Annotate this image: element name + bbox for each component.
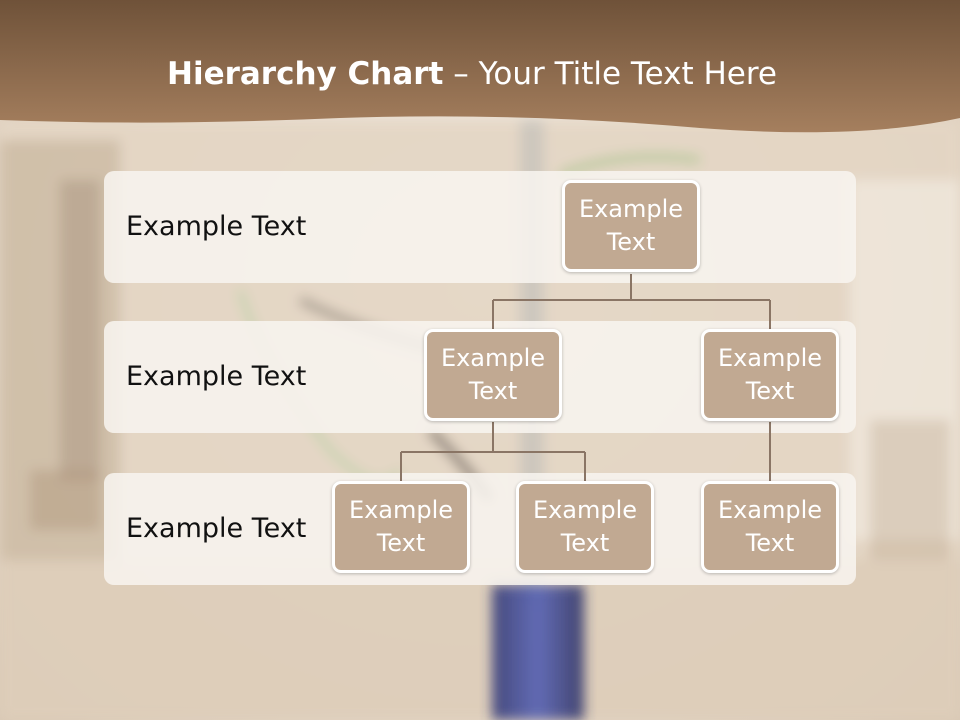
header-banner [0, 0, 960, 133]
row-label-2: Example Text [126, 361, 307, 392]
node-level3-a: Example Text [332, 481, 470, 573]
node-root-text: Example Text [578, 195, 684, 256]
node-level2-right: Example Text [701, 329, 839, 421]
row-band-1 [104, 171, 856, 283]
title-bold: Hierarchy Chart [167, 56, 444, 92]
node-level2-left-text: Example Text [440, 344, 546, 405]
title-rest: – Your Title Text Here [443, 56, 777, 92]
node-level3-c-text: Example Text [717, 496, 823, 557]
node-level2-left: Example Text [424, 329, 562, 421]
node-level3-b-text: Example Text [532, 496, 638, 557]
row-label-3: Example Text [126, 513, 307, 544]
node-root: Example Text [562, 180, 700, 272]
node-level3-a-text: Example Text [348, 496, 454, 557]
node-level3-b: Example Text [516, 481, 654, 573]
node-level3-c: Example Text [701, 481, 839, 573]
row-label-1: Example Text [126, 211, 307, 242]
page-title: Hierarchy Chart – Your Title Text Here [0, 56, 944, 92]
node-level2-right-text: Example Text [717, 344, 823, 405]
